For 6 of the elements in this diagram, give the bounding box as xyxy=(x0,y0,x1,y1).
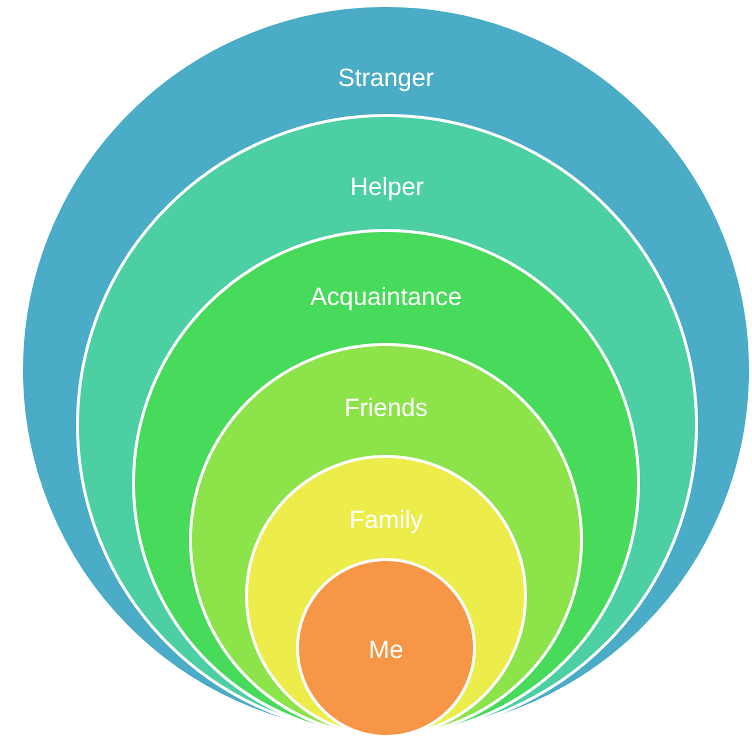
circle-label: Stranger xyxy=(338,63,434,93)
circle-label: Friends xyxy=(344,393,428,423)
circle-label: Me xyxy=(368,635,404,665)
circle-label: Helper xyxy=(350,172,424,202)
circle-label: Family xyxy=(349,505,423,535)
circle-label: Acquaintance xyxy=(310,282,462,312)
